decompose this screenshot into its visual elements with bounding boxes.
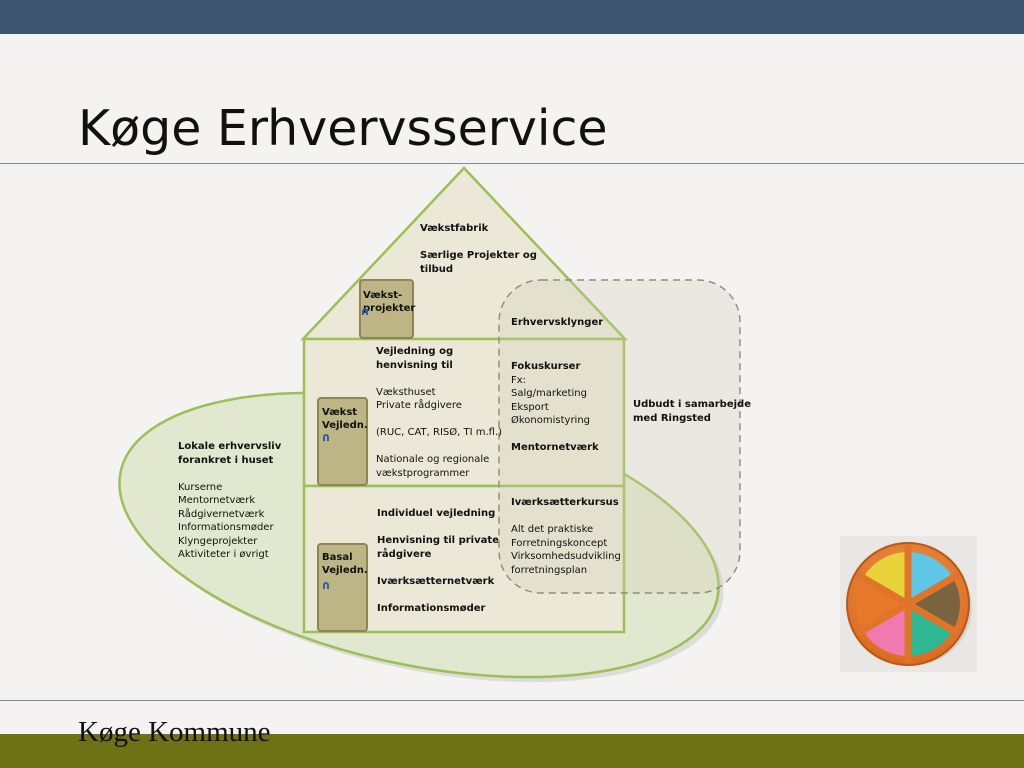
bottom-banner <box>0 734 1024 768</box>
title-divider <box>0 163 1024 164</box>
door-basal-vejledn-label: Basal Vejledn. <box>322 552 368 576</box>
door-knob-icon <box>323 582 329 589</box>
focus-courses-text: Fokuskurser Fx: Salg/marketing Eksport Ø… <box>511 361 599 453</box>
door-knob-icon <box>362 308 368 315</box>
door-vaekst-vejledn-label: Vækst Vejledn. <box>322 407 368 431</box>
roof-text: Vækstfabrik Særlige Projekter og tilbud <box>420 223 537 275</box>
cluster-dashed-box <box>498 279 741 594</box>
footer-text: Køge Kommune <box>78 716 271 748</box>
local-business-text: Lokale erhvervsliv forankret i huset Kur… <box>178 441 282 560</box>
top-banner <box>0 0 1024 34</box>
trivial-pursuit-wheel-icon <box>840 536 977 672</box>
ringsted-note: Udbudt i samarbejde med Ringsted <box>633 399 751 424</box>
footer-divider <box>0 700 1024 701</box>
roof-title: Vækstfabrik <box>420 223 489 234</box>
cluster-heading: Erhvervsklynger <box>511 317 604 328</box>
door-vaekst-vejledn <box>317 397 368 486</box>
middle-floor-text: Vejledning og henvisning til Væksthuset … <box>376 346 503 479</box>
door-vaekst-projekter <box>359 279 414 339</box>
door-knob-icon <box>323 434 329 441</box>
door-vaekst-projekter-label: Vækst- projekter <box>363 290 416 314</box>
entrepreneur-course-text: Iværksætterkursus Alt det praktiske Forr… <box>511 497 621 576</box>
ground-floor-text: Individuel vejledning Henvisning til pri… <box>377 508 499 614</box>
slide-title: Køge Erhvervsservice <box>78 100 608 157</box>
